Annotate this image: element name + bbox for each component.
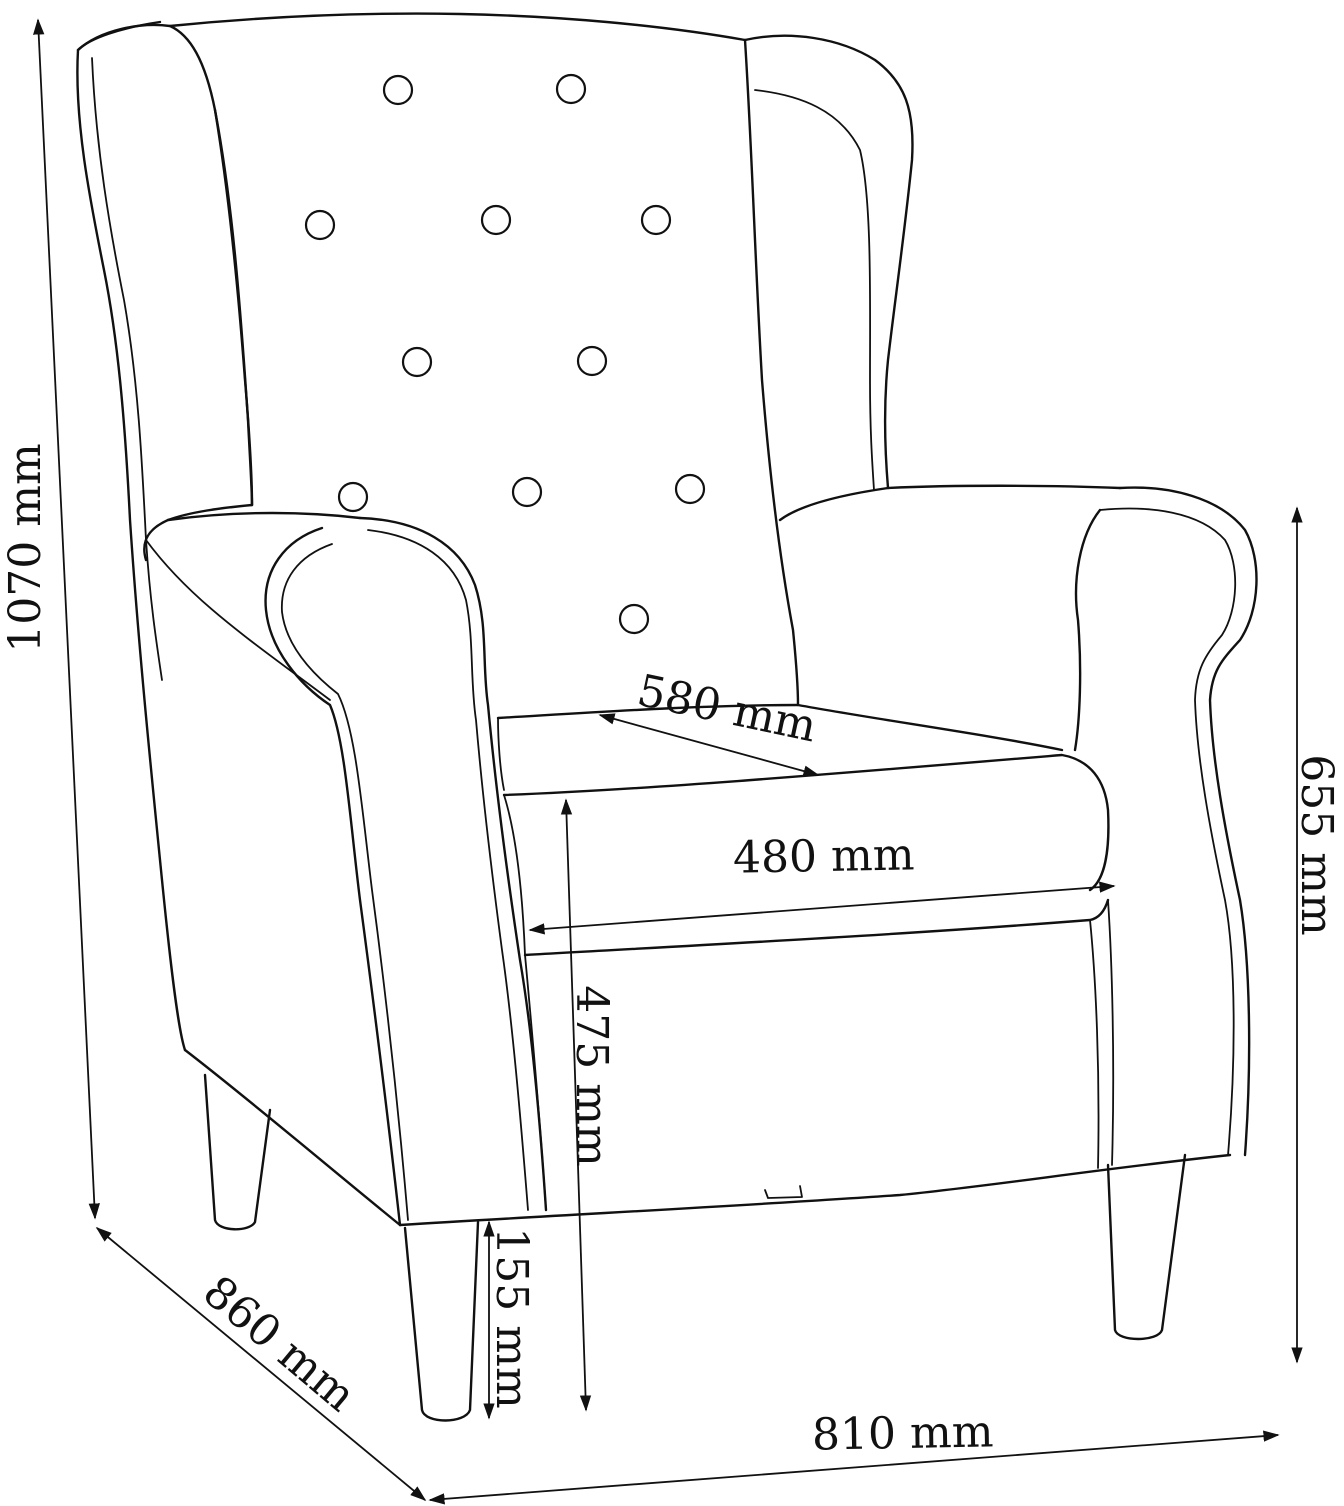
left-wing-lower-curve — [145, 539, 331, 701]
left-wing-inner-edge — [91, 57, 163, 681]
left-armrest-piping — [281, 543, 409, 1221]
tufting-button — [511, 476, 543, 508]
left-side-bottom — [183, 1048, 402, 1227]
label-depth: 860 mm — [193, 1266, 365, 1422]
label-seat-width: 480 mm — [733, 829, 915, 883]
leg-front-left — [403, 1220, 480, 1422]
left-wing — [76, 20, 187, 1052]
dim-line-depth — [95, 1226, 427, 1502]
tufting-button — [401, 346, 433, 378]
front-skirt-left — [524, 954, 547, 1211]
tufting-button — [337, 481, 369, 513]
dim-line-seat-depth — [598, 713, 820, 777]
left-armrest-top — [166, 511, 362, 522]
label-total-height: 1070 mm — [0, 443, 51, 652]
backrest-top — [168, 12, 747, 42]
backrest-left-seam — [213, 108, 254, 507]
right-wing — [743, 34, 914, 490]
tufting-buttons — [304, 73, 706, 635]
label-width: 810 mm — [812, 1406, 994, 1460]
label-seat-height: 475 mm — [566, 985, 617, 1166]
left-armrest-scroll-face — [264, 526, 402, 1227]
right-armrest-face — [1073, 508, 1102, 752]
dimension-lines — [33, 18, 1303, 1505]
label-seat-depth: 580 mm — [633, 665, 821, 753]
armchair — [76, 12, 1258, 1422]
tufting-button — [640, 204, 672, 236]
dim-line-total-height — [33, 18, 100, 1220]
left-armrest-inner-piping — [367, 529, 529, 1211]
label-leg-height: 155 mm — [486, 1227, 537, 1408]
dim-line-width — [428, 1430, 1280, 1505]
tufting-button — [382, 74, 414, 106]
right-armrest-piping-outer — [1099, 507, 1237, 1156]
leg-back-left — [203, 1073, 272, 1231]
tufting-button — [555, 73, 587, 105]
seat-front-top — [502, 753, 1110, 892]
seat-front-left — [503, 794, 526, 956]
right-wing-inner — [754, 89, 875, 491]
tufting-button — [304, 209, 336, 241]
right-armrest-back — [778, 484, 1122, 522]
dim-line-seat-width — [528, 881, 1116, 935]
right-armrest-inner — [1107, 899, 1115, 1166]
label-armrest-height: 655 mm — [1291, 754, 1342, 935]
tufting-button — [674, 473, 706, 505]
tufting-button — [480, 204, 512, 236]
tufting-button — [618, 603, 650, 635]
seat-left-edge — [497, 717, 505, 791]
dimension-labels: 1070 mm 860 mm 810 mm 655 mm 475 mm 155 … — [0, 443, 1342, 1460]
front-skirt-bottom — [398, 1153, 1232, 1227]
leg-front-right — [1106, 1153, 1187, 1341]
right-armrest-inner-2 — [1089, 919, 1100, 1169]
tufting-button — [576, 345, 608, 377]
leg-back-center-stub — [764, 1185, 803, 1199]
left-armrest-scroll-outer — [358, 516, 548, 1212]
backrest-right-seam — [743, 38, 800, 707]
seat-back-edge — [496, 703, 1064, 752]
right-armrest-top — [1118, 486, 1258, 1157]
